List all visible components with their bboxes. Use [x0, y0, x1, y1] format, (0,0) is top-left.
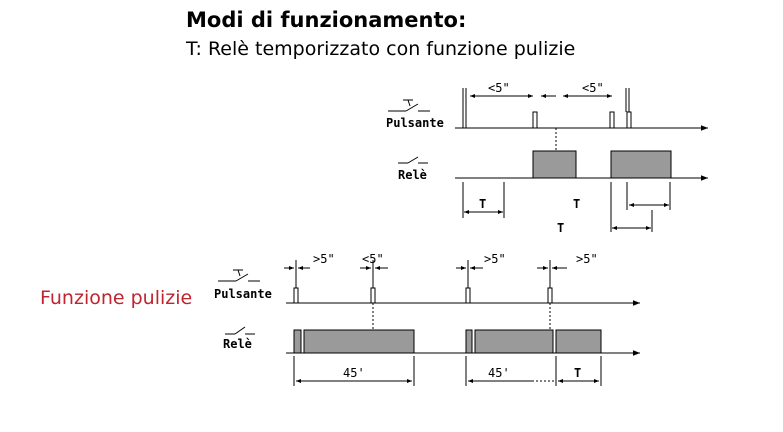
page-title: Modi di funzionamento: — [186, 8, 467, 32]
top-interval-2: <5" — [582, 81, 604, 95]
bottom-relay-label: Relè — [223, 337, 252, 351]
bottom-button-label: Pulsante — [214, 287, 272, 301]
bottom-duration-2: 45' — [488, 366, 510, 380]
bottom-relay-bar-4 — [474, 329, 554, 354]
top-pulse-2 — [609, 111, 615, 129]
relay-symbol-icon — [225, 326, 255, 335]
bottom-pulse-1 — [293, 287, 299, 304]
top-pulse-1 — [532, 111, 538, 129]
bottom-interval-4: >5" — [576, 252, 598, 266]
top-t-label-3: T — [557, 221, 564, 235]
top-t-label-2: T — [573, 197, 580, 211]
bottom-interval-3: >5" — [484, 252, 506, 266]
pushbutton-symbol-icon — [388, 99, 430, 112]
bottom-t-label: T — [574, 366, 581, 380]
top-timing-diagram: Pulsante Relè <5" <5" — [386, 81, 708, 235]
bottom-pulse-2 — [370, 287, 376, 304]
pushbutton-symbol-icon — [218, 269, 260, 282]
bottom-relay-bar-2 — [303, 329, 415, 354]
top-button-label: Pulsante — [386, 116, 444, 130]
relay-symbol-icon — [398, 156, 428, 164]
top-relay-label: Relè — [398, 168, 427, 182]
top-interval-1: <5" — [488, 81, 510, 95]
top-relay-bar-2 — [610, 150, 672, 179]
bottom-duration-1: 45' — [343, 366, 365, 380]
top-pulse-3 — [626, 111, 632, 129]
bottom-relay-bar-5 — [555, 329, 602, 354]
bottom-interval-1: >5" — [313, 252, 335, 266]
cleaning-function-label: Funzione pulizie — [40, 287, 193, 309]
bottom-timing-diagram: Pulsante Relè >5" — [214, 252, 640, 386]
bottom-interval-2: <5" — [362, 252, 384, 266]
bottom-pulse-3 — [465, 287, 471, 304]
bottom-pulse-4 — [547, 287, 553, 304]
bottom-relay-bar-1 — [293, 329, 302, 354]
page-subtitle: T: Relè temporizzato con funzione pulizi… — [186, 38, 576, 60]
top-t-label-1: T — [479, 197, 486, 211]
top-relay-bar-1 — [532, 150, 577, 179]
bottom-relay-bar-3 — [465, 329, 473, 354]
